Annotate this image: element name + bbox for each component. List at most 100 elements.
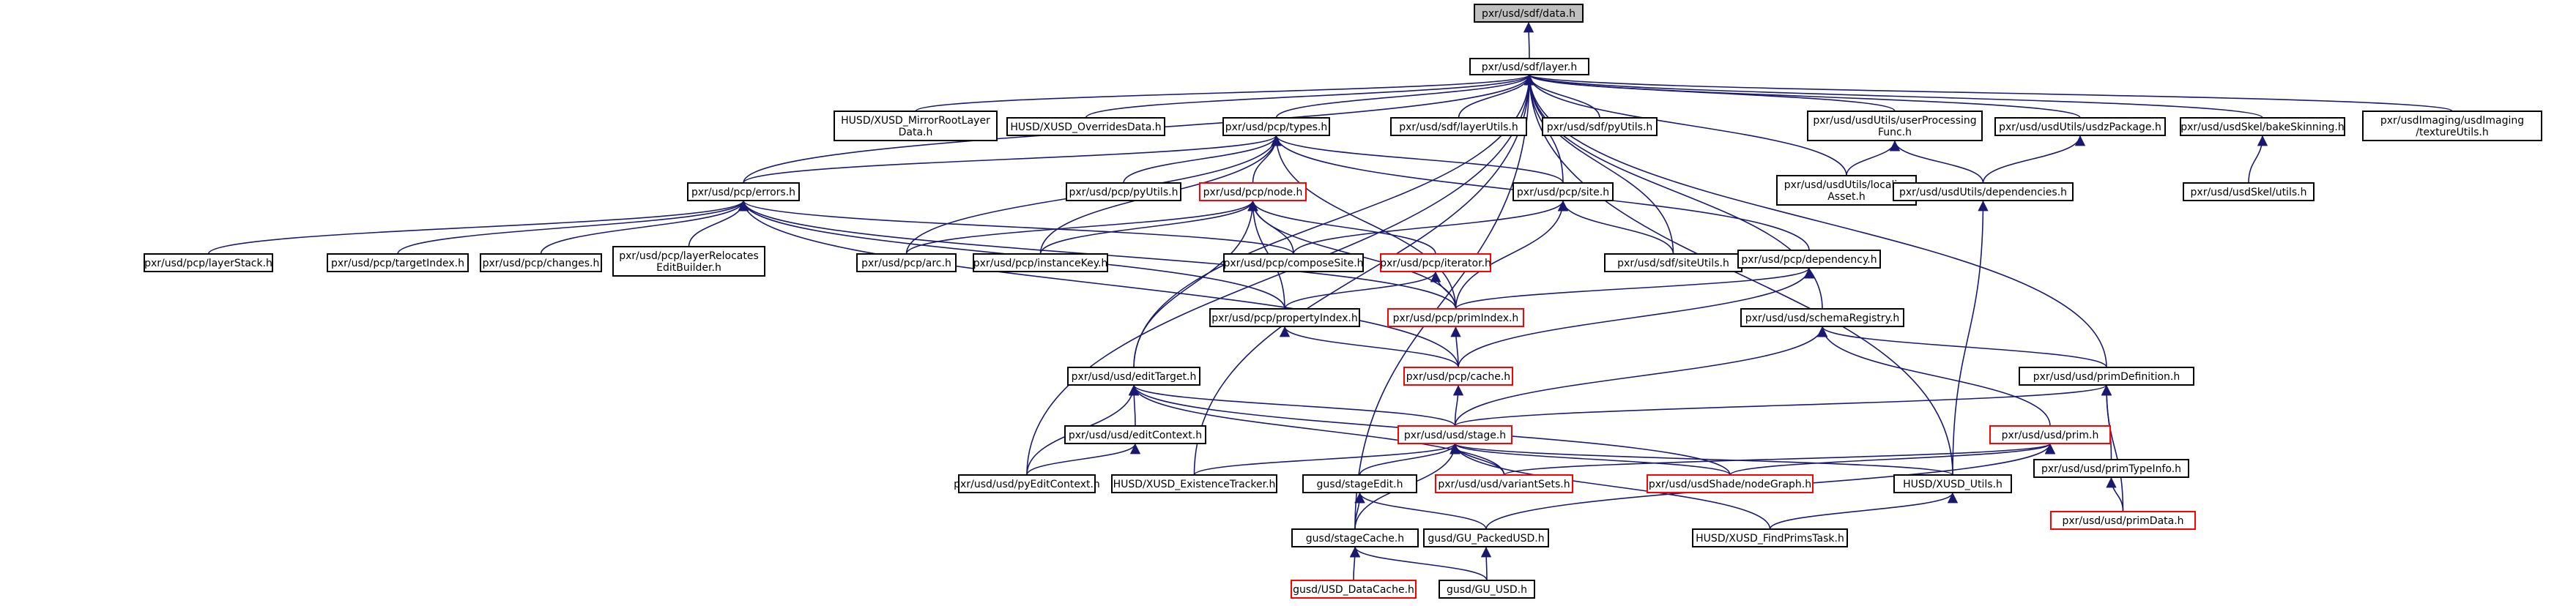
node-box (1807, 111, 1983, 141)
node-stagecache[interactable]: gusd/stageCache.h (1291, 528, 1419, 547)
node-siteutils[interactable]: pxr/usd/sdf/siteUtils.h (1604, 253, 1742, 272)
edge-deps-to-usdz (1982, 135, 2086, 184)
edge-gu_usd-to-stagecache (1349, 546, 1488, 581)
node-box (1390, 117, 1527, 136)
node-deps[interactable]: pxr/usd/usdUtils/dependencies.h (1893, 182, 2074, 201)
node-pcp_errors[interactable]: pxr/usd/pcp/errors.h (687, 182, 800, 201)
node-stage[interactable]: pxr/usd/usd/stage.h (1398, 425, 1512, 444)
node-existence[interactable]: HUSD/XUSD_ExistenceTracker.h (1111, 474, 1277, 493)
node-primtypeinfo[interactable]: pxr/usd/usd/primTypeInfo.h (2033, 459, 2189, 478)
node-label: pxr/usd/pcp/dependency.h (1741, 254, 1877, 266)
node-iterator[interactable]: pxr/usd/pcp/iterator.h (1380, 253, 1491, 272)
node-skel_utils[interactable]: pxr/usd/usdSkel/utils.h (2183, 182, 2315, 201)
node-bakeskin[interactable]: pxr/usd/usdSkel/bakeSkinning.h (2180, 117, 2345, 136)
node-composesite[interactable]: pxr/usd/pcp/composeSite.h (1223, 253, 1364, 272)
node-box (1423, 528, 1549, 547)
node-box (1989, 425, 2111, 444)
node-usd_prim[interactable]: pxr/usd/usd/prim.h (1989, 425, 2111, 444)
node-datacache[interactable]: gusd/USD_DataCache.h (1291, 580, 1417, 599)
edge-targetindex-to-pcp_errors (397, 200, 749, 255)
node-box (612, 246, 765, 277)
edge-stage-to-cache (1452, 384, 1464, 427)
edge-localize-to-layer (1523, 74, 1847, 176)
edge-iterator-to-pcp_node (1247, 200, 1436, 255)
node-label: pxr/usd/pcp/node.h (1203, 187, 1303, 198)
edge-arc-to-pcp_node (905, 200, 1258, 255)
node-label: pxr/usd/pcp/primIndex.h (1393, 313, 1519, 324)
node-label: pxr/usd/usd/primDefinition.h (2033, 371, 2180, 383)
node-pcp_node[interactable]: pxr/usd/pcp/node.h (1199, 182, 1307, 201)
edge-primindex-to-dependency (1455, 267, 1814, 310)
node-husd_utils[interactable]: HUSD/XUSD_Utils.h (1893, 474, 2012, 493)
node-usdz[interactable]: pxr/usd/usdUtils/usdzPackage.h (1994, 117, 2166, 136)
node-layer[interactable]: pxr/usd/sdf/layer.h (1469, 58, 1589, 75)
node-label: pxr/usd/usdSkel/bakeSkinning.h (2180, 121, 2344, 133)
node-box (1893, 474, 2012, 493)
edge-packedusd-to-stageedit (1354, 492, 1487, 530)
edge-changes-to-pcp_errors (540, 200, 749, 255)
node-box (1403, 367, 1513, 386)
edge-variantsets-to-usd_prim (1503, 443, 2055, 476)
edge-husd_mirror-to-layer (915, 74, 1534, 112)
edge-variantsets-to-stage (1450, 443, 1505, 476)
node-variantsets[interactable]: pxr/usd/usd/variantSets.h (1435, 474, 1573, 493)
node-husd_overrides[interactable]: HUSD/XUSD_OverridesData.h (1006, 117, 1165, 136)
node-label: pxr/usd/pcp/layerRelocates (619, 250, 759, 262)
edge-pyeditcontext-to-editcontext (1026, 443, 1141, 476)
node-packedusd[interactable]: gusd/GU_PackedUSD.h (1423, 528, 1549, 547)
edge-edittarget-to-pcp_node (1133, 200, 1258, 368)
node-targetindex[interactable]: pxr/usd/pcp/targetIndex.h (327, 253, 469, 272)
node-stageedit[interactable]: gusd/stageEdit.h (1302, 474, 1417, 493)
node-box (1066, 182, 1181, 201)
node-editcontext[interactable]: pxr/usd/usd/editContext.h (1064, 425, 1206, 444)
node-layer: pxr/usd/sdf/data.h pxr/usd/sdf/layer.hHUS… (144, 4, 2542, 599)
node-sdf_layerutils[interactable]: pxr/usd/sdf/layerUtils.h (1390, 117, 1527, 136)
edge-usdz-to-layer (1524, 74, 2081, 119)
node-nodegraph[interactable]: pxr/usd/usdShade/nodeGraph.h (1647, 474, 1814, 493)
node-primindex[interactable]: pxr/usd/pcp/primIndex.h (1387, 308, 1524, 327)
node-label: pxr/usd/usdShade/nodeGraph.h (1649, 479, 1811, 490)
node-propertyindex[interactable]: pxr/usd/pcp/propertyIndex.h (1209, 308, 1360, 327)
node-pyeditcontext[interactable]: pxr/usd/usd/pyEditContext.h (954, 474, 1100, 493)
node-label: Func.h (1878, 127, 1912, 138)
node-label: pxr/usd/usd/editTarget.h (1072, 371, 1197, 383)
edge-localize-to-userproc (1846, 140, 1901, 176)
node-box (1302, 474, 1417, 493)
node-textureutils[interactable]: pxr/usdImaging/usdImaging/textureUtils.h (2362, 111, 2542, 141)
node-pcp_site[interactable]: pxr/usd/pcp/site.h (1512, 182, 1614, 201)
node-findprims[interactable]: HUSD/XUSD_FindPrimsTask.h (1692, 528, 1848, 547)
node-gu_usd[interactable]: gusd/GU_USD.h (1439, 580, 1535, 599)
node-label: pxr/usd/pcp/targetIndex.h (331, 258, 464, 269)
node-box (2050, 511, 2196, 530)
node-layerstack[interactable]: pxr/usd/pcp/layerStack.h (144, 253, 273, 272)
node-cache[interactable]: pxr/usd/pcp/cache.h (1403, 367, 1513, 386)
node-label: pxr/usd/sdf/layer.h (1482, 61, 1577, 73)
node-schemareg[interactable]: pxr/usd/usd/schemaRegistry.h (1740, 308, 1904, 327)
node-primdef[interactable]: pxr/usd/usd/primDefinition.h (2019, 367, 2194, 386)
node-changes[interactable]: pxr/usd/pcp/changes.h (480, 253, 602, 272)
node-data[interactable]: pxr/usd/sdf/data.h (1474, 4, 1584, 23)
node-label: gusd/GU_USD.h (1447, 584, 1527, 596)
node-box (1064, 425, 1206, 444)
node-label: pxr/usd/pcp/pyUtils.h (1069, 187, 1178, 198)
edge-primindex-to-pcp_types (1271, 135, 1457, 310)
node-box (856, 253, 957, 272)
node-box (1291, 528, 1419, 547)
edge-sdf_pyutils-to-layer (1523, 74, 1600, 119)
node-dependency[interactable]: pxr/usd/pcp/dependency.h (1737, 250, 1881, 269)
node-instancekey[interactable]: pxr/usd/pcp/instanceKey.h (973, 253, 1108, 272)
node-primdata[interactable]: pxr/usd/usd/primData.h (2050, 511, 2196, 530)
node-label: gusd/GU_PackedUSD.h (1428, 533, 1544, 545)
node-pcp_pyutils[interactable]: pxr/usd/pcp/pyUtils.h (1066, 182, 1181, 201)
node-arc[interactable]: pxr/usd/pcp/arc.h (856, 253, 957, 272)
node-box (1474, 4, 1584, 23)
edge-pcp_types-to-layer (1275, 74, 1535, 119)
node-sdf_pyutils[interactable]: pxr/usd/sdf/pyUtils.h (1542, 117, 1658, 136)
edge-layer (207, 21, 2453, 581)
node-pcp_types[interactable]: pxr/usd/pcp/types.h (1222, 117, 1330, 136)
node-edittarget[interactable]: pxr/usd/usd/editTarget.h (1067, 367, 1200, 386)
